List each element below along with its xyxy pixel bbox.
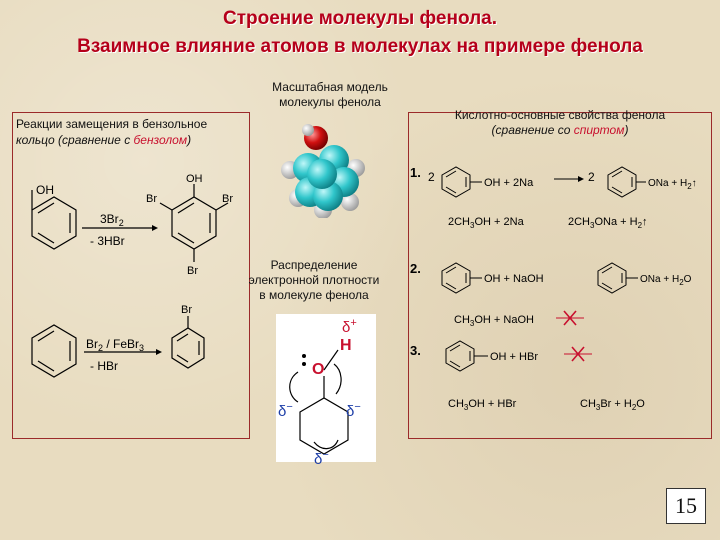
delta-minus-para: δ− xyxy=(314,449,329,466)
reaction-number-3: 3. xyxy=(410,343,421,358)
reaction-1-products: ONa + H2↑ xyxy=(648,178,697,191)
oxygen-label: O xyxy=(312,361,324,378)
reaction-number-2: 2. xyxy=(410,261,421,276)
tribromophenol-oh-label: OH xyxy=(186,173,203,185)
model-caption: Масштабная модель молекулы фенола xyxy=(250,80,410,110)
reagent-3br2: 3Br2 xyxy=(100,212,124,228)
reaction-arrow-2-head xyxy=(156,349,162,355)
model-caption-line-2: молекулы фенола xyxy=(279,95,381,109)
title-line-1: Строение молекулы фенола. xyxy=(223,8,497,29)
acid-base-heading-line-1: Кислотно-основные свойства фенола xyxy=(454,108,666,122)
hydrogen-label: H xyxy=(340,337,352,354)
acid-base-reactions-diagram: 1. 2 OH + 2Na 2 ONa + H2↑ 2CH3OH + 2Na 2… xyxy=(410,165,697,412)
substitution-heading-line-2: кольцо (сравнение с бензолом) xyxy=(16,132,207,148)
phenol-structure-left xyxy=(31,190,77,250)
reaction-1b-right: 2CH3ONa + H2↑ xyxy=(568,216,648,230)
electron-density-caption: Распределение электронной плотности в мо… xyxy=(248,258,380,303)
delta-minus-ortho-left: δ− xyxy=(278,401,293,420)
r2-phenol-ring xyxy=(441,262,482,294)
benzene-structure xyxy=(31,324,77,378)
bromobenzene-br-label: Br xyxy=(181,304,192,316)
br-top-left-label: Br xyxy=(146,193,157,205)
substitution-heading: Реакции замещения в бензольное кольцо (с… xyxy=(16,116,207,148)
phenol-space-filling-model xyxy=(281,124,365,218)
bromobenzene-structure xyxy=(171,316,205,369)
r3-phenol-ring xyxy=(445,340,488,372)
reaction-3b-left: CH3OH + HBr xyxy=(448,398,517,412)
r1-phenol-ring xyxy=(441,166,482,198)
curved-arrow-bottom xyxy=(313,439,339,450)
reaction-1b-left: 2CH3OH + 2Na xyxy=(448,216,525,230)
delta-plus-label: δ+ xyxy=(342,317,357,336)
br-bottom-label: Br xyxy=(187,265,198,277)
electron-density-caption-line-2: электронной плотности xyxy=(248,273,380,287)
heading-prefix: кольцо (сравнение с xyxy=(16,133,134,147)
title-line-2: Взаимное влияние атомов в молекулах на п… xyxy=(77,36,643,57)
substitution-panel xyxy=(12,112,250,439)
lone-pair-dot-1 xyxy=(302,354,306,358)
model-caption-line-1: Масштабная модель xyxy=(272,80,388,94)
byproduct-hbr: - HBr xyxy=(90,359,118,373)
r1-phenolate-ring xyxy=(607,166,646,198)
phenol-ring-middle xyxy=(299,349,349,455)
acid-base-heading-line-2: (сравнение со спиртом) xyxy=(491,123,629,137)
heading-benzene-highlight: бензолом xyxy=(133,133,188,147)
reaction-2-reagents: OH + NaOH xyxy=(484,273,544,285)
heading-suffix: ) xyxy=(187,133,192,147)
electron-density-diagram: O H δ+ δ− δ− δ− xyxy=(276,314,376,466)
r2-phenolate-ring xyxy=(597,262,638,294)
phenol-oh-label: OH xyxy=(36,183,54,197)
lone-pair-dot-2 xyxy=(302,362,306,366)
br-top-right-label: Br xyxy=(222,193,233,205)
curved-arrow-right xyxy=(333,363,342,395)
substitution-heading-line-1: Реакции замещения в бензольное xyxy=(16,117,208,131)
heading-alcohol-highlight: спиртом xyxy=(573,123,625,137)
reaction-1-arrow-head xyxy=(578,176,584,182)
reaction-1-coef: 2 xyxy=(428,170,435,184)
reaction-2-products: ONa + H2O xyxy=(640,274,692,287)
reaction-number-1: 1. xyxy=(410,165,421,180)
electron-density-background xyxy=(276,314,376,462)
electron-density-caption-line-1: Распределение xyxy=(270,258,358,272)
reaction-3-reagents: OH + HBr xyxy=(490,351,538,363)
byproduct-3hbr: - 3HBr xyxy=(90,234,125,248)
substitution-reactions-diagram: OH 3Br2 - 3HBr OH Br Br Br Br2 / FeBr3 -… xyxy=(31,173,233,378)
reaction-1-reagents: OH + 2Na xyxy=(484,177,534,189)
curved-arrow-left xyxy=(289,371,299,403)
tribromophenol-structure xyxy=(159,184,229,262)
delta-minus-ortho-right: δ− xyxy=(346,401,361,420)
page-number: 15 xyxy=(666,488,706,524)
acid-base-heading: Кислотно-основные свойства фенола (сравн… xyxy=(410,108,710,138)
acid-base-panel xyxy=(408,112,712,439)
reaction-arrow-1-head xyxy=(152,225,158,231)
electron-density-caption-line-3: в молекуле фенола xyxy=(259,288,369,302)
reaction-3b-right: CH3Br + H2O xyxy=(580,398,645,412)
reaction-1-coef-2: 2 xyxy=(588,170,595,184)
reagent-br2-febr3: Br2 / FeBr3 xyxy=(86,337,144,353)
reaction-2b: CH3OH + NaOH xyxy=(454,314,534,328)
